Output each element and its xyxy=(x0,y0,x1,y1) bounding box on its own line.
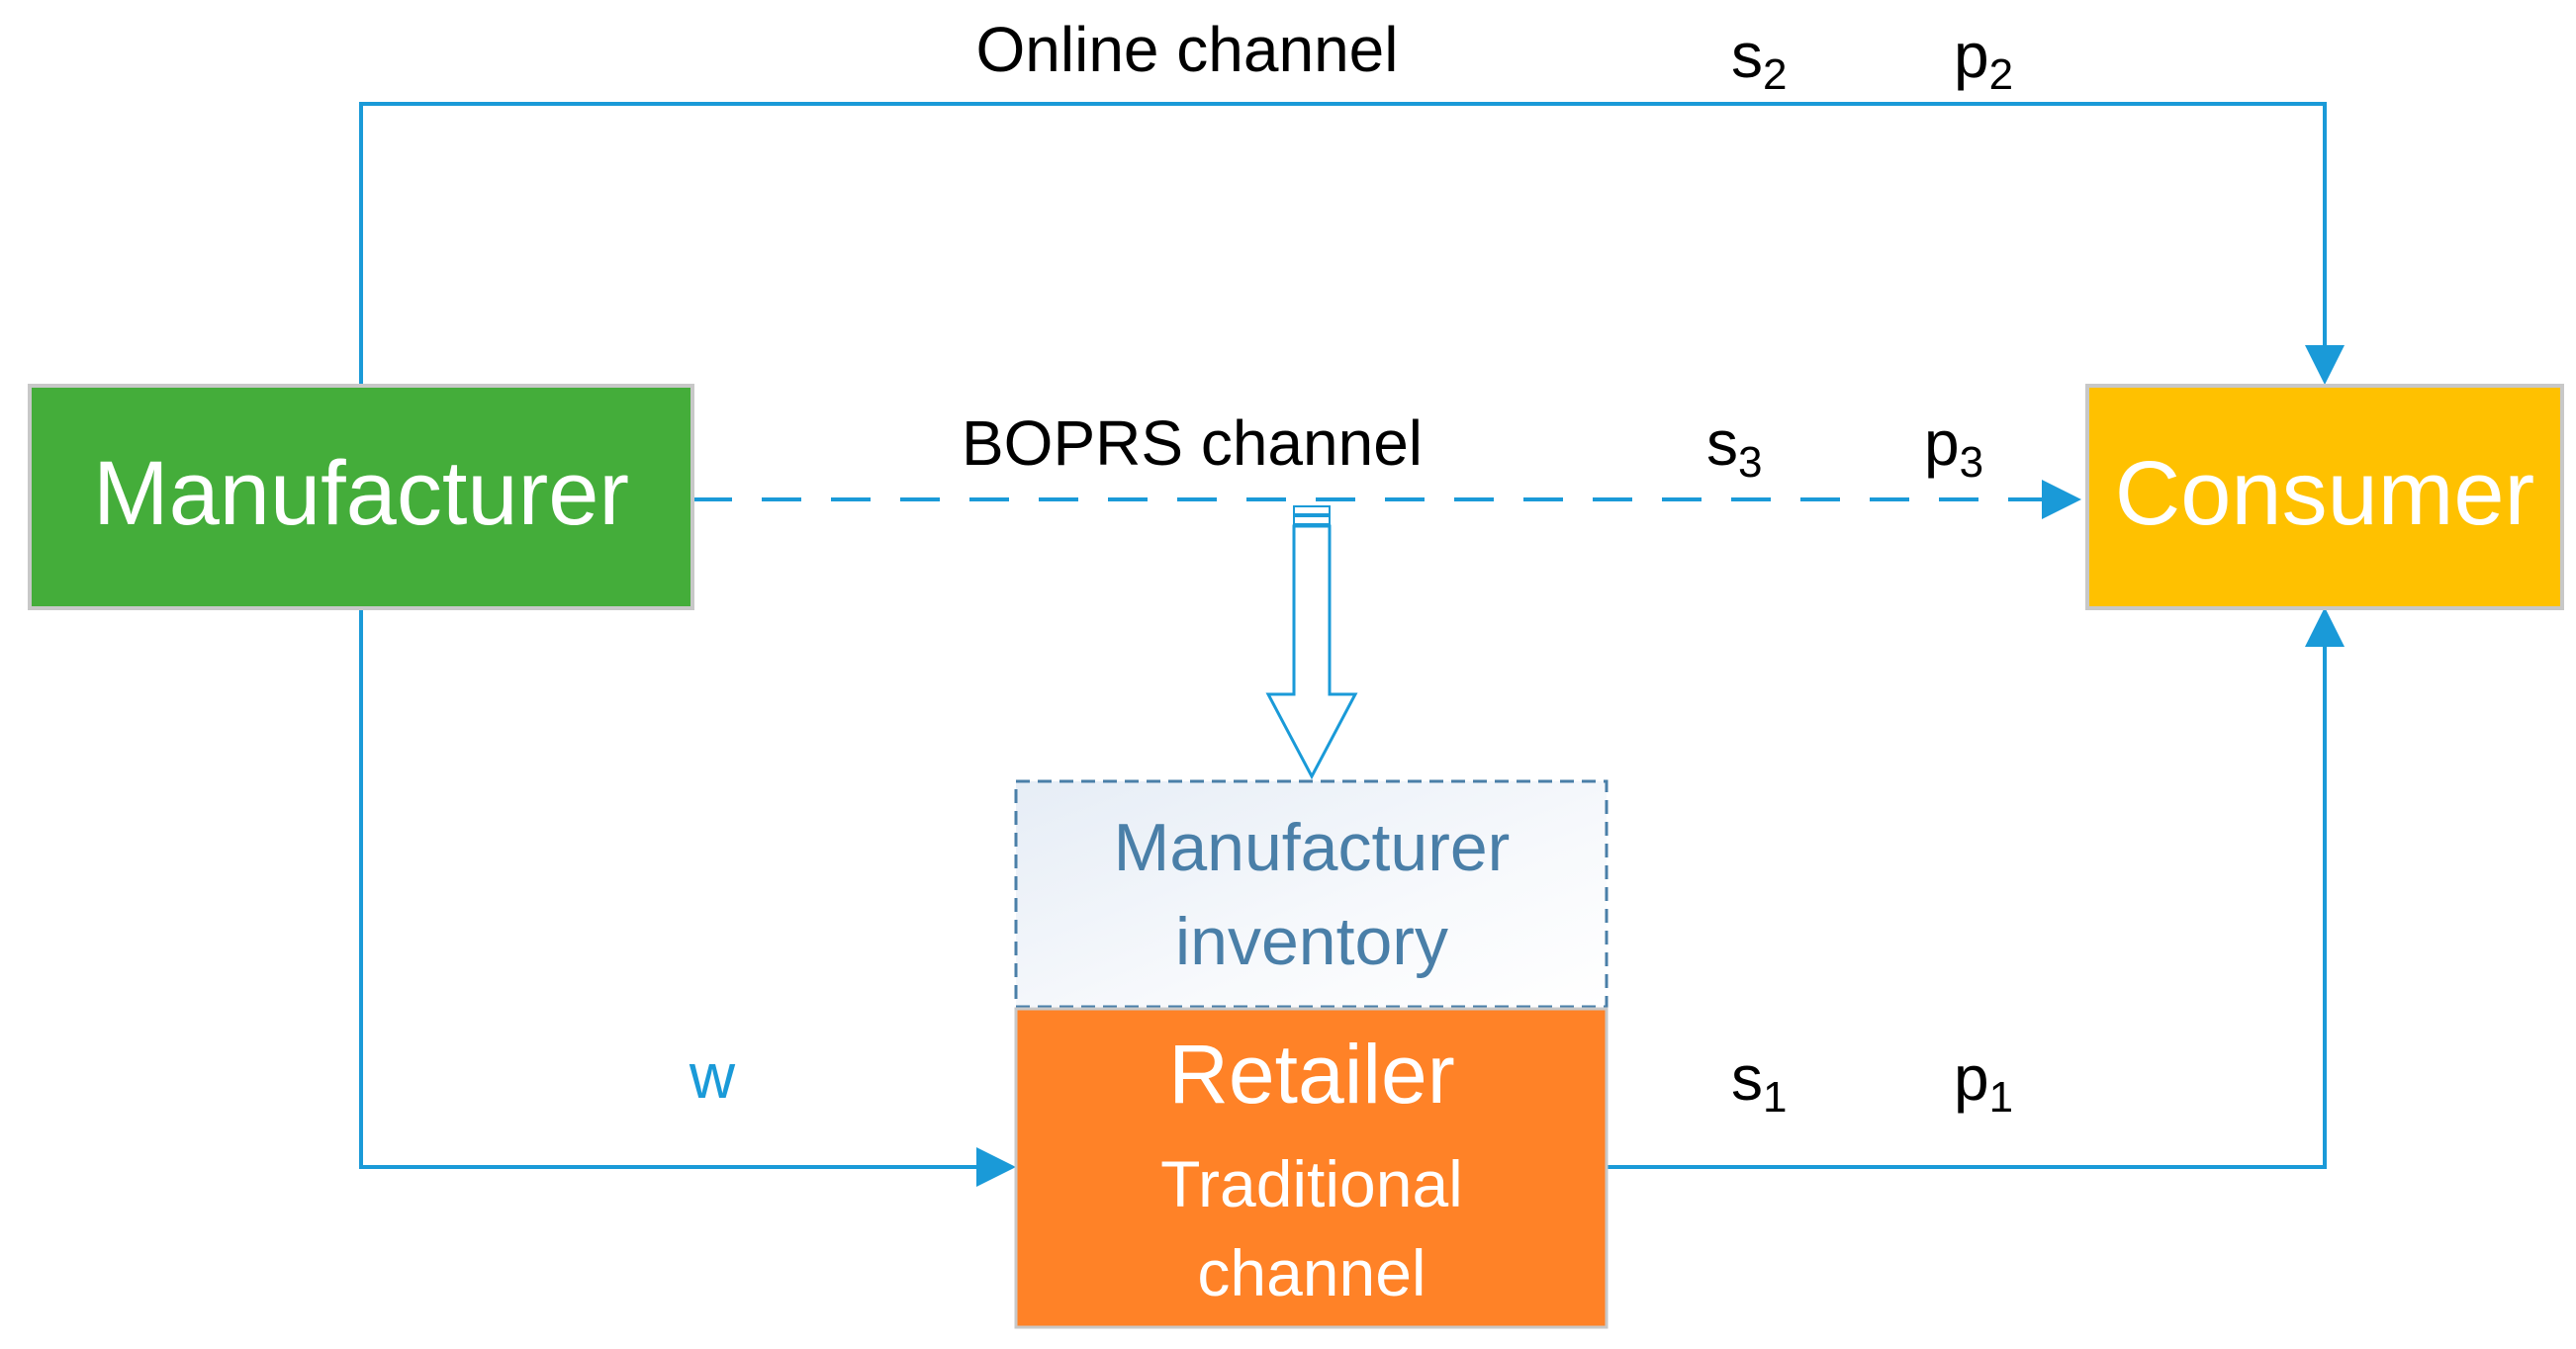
wholesale-arrow xyxy=(359,608,1016,1187)
consumer-node: Consumer xyxy=(2085,384,2564,610)
retailer-sub-1: Traditional xyxy=(1160,1147,1463,1220)
retailer-label: Retailer xyxy=(1168,1028,1454,1121)
inventory-down-arrow xyxy=(1265,505,1358,780)
retailer-node: Retailer Traditional channel xyxy=(1014,1007,1609,1329)
manufacturer-node: Manufacturer xyxy=(28,384,694,610)
manufacturer-label: Manufacturer xyxy=(93,443,629,544)
traditional-channel-arrow xyxy=(1603,607,2345,1169)
retailer-sub-2: channel xyxy=(1197,1236,1426,1309)
traditional-service-level: s1 xyxy=(1731,1042,1787,1122)
online-channel-label: Online channel xyxy=(976,14,1399,85)
boprs-service-level: s3 xyxy=(1706,407,1762,487)
boprs-channel-label: BOPRS channel xyxy=(962,407,1423,479)
wholesale-price-label: w xyxy=(689,1040,736,1112)
online-channel-arrow xyxy=(359,102,2345,386)
online-service-level: s2 xyxy=(1731,20,1787,99)
manufacturer-inventory-node: Manufacturer inventory xyxy=(1014,779,1609,1009)
traditional-price: p1 xyxy=(1954,1042,2013,1122)
inventory-line-1: Manufacturer xyxy=(1114,810,1511,885)
online-price: p2 xyxy=(1954,20,2013,99)
consumer-label: Consumer xyxy=(2115,443,2534,544)
boprs-price: p3 xyxy=(1924,407,1983,487)
inventory-line-2: inventory xyxy=(1175,904,1448,979)
